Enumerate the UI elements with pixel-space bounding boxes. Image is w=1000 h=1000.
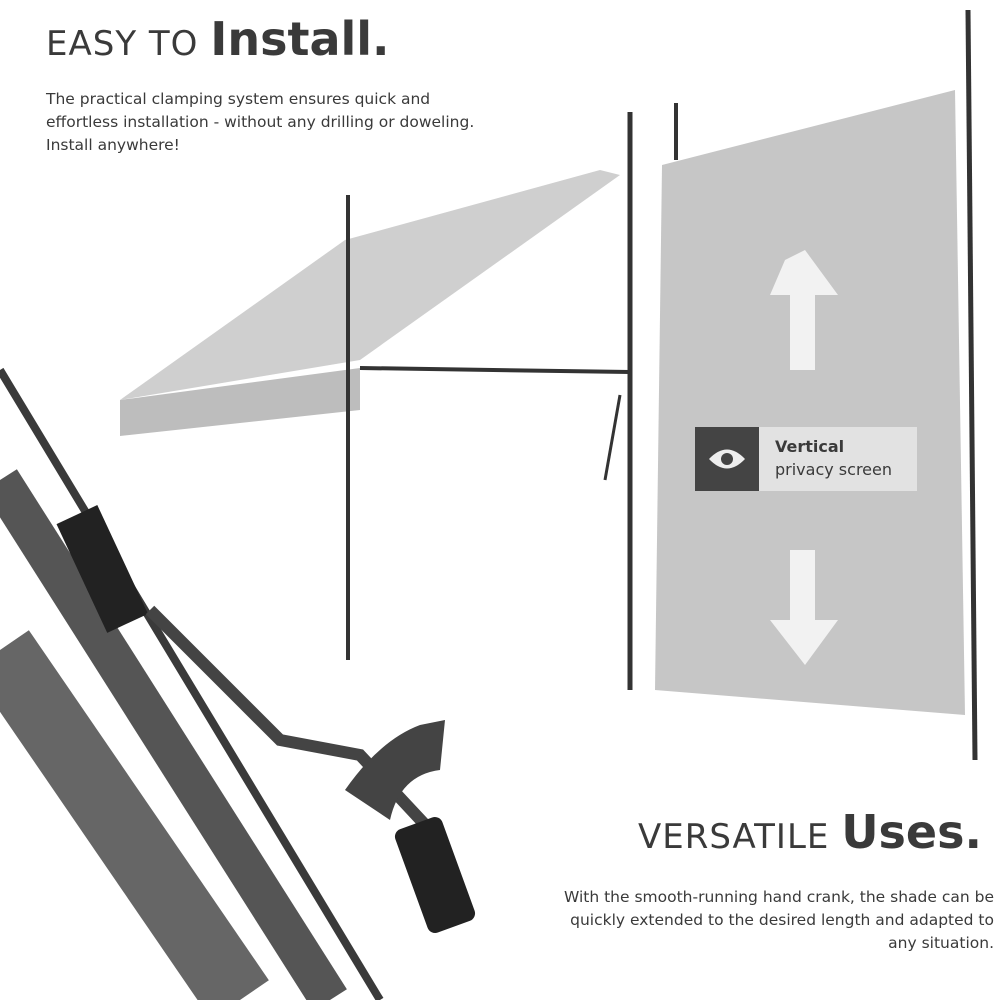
uses-heading-light: VERSATILE — [637, 817, 842, 857]
awning-vertical — [655, 9, 978, 761]
badge-subtitle: privacy screen — [775, 460, 892, 479]
uses-heading-bold: Uses. — [841, 805, 982, 859]
uses-heading: VERSATILE Uses. — [638, 805, 982, 859]
awning-extended — [120, 112, 633, 690]
install-description: The practical clamping system ensures qu… — [46, 90, 475, 154]
install-heading-light: EASY TO — [46, 24, 211, 64]
crank-closeup — [0, 367, 476, 1000]
install-heading-bold: Install. — [210, 12, 390, 66]
install-heading: EASY TO Install. — [46, 12, 390, 66]
uses-description: With the smooth-running hand crank, the … — [563, 888, 994, 952]
eye-icon — [695, 427, 759, 491]
badge-title: Vertical — [775, 437, 845, 456]
feature-badge: Vertical privacy screen — [695, 427, 917, 491]
